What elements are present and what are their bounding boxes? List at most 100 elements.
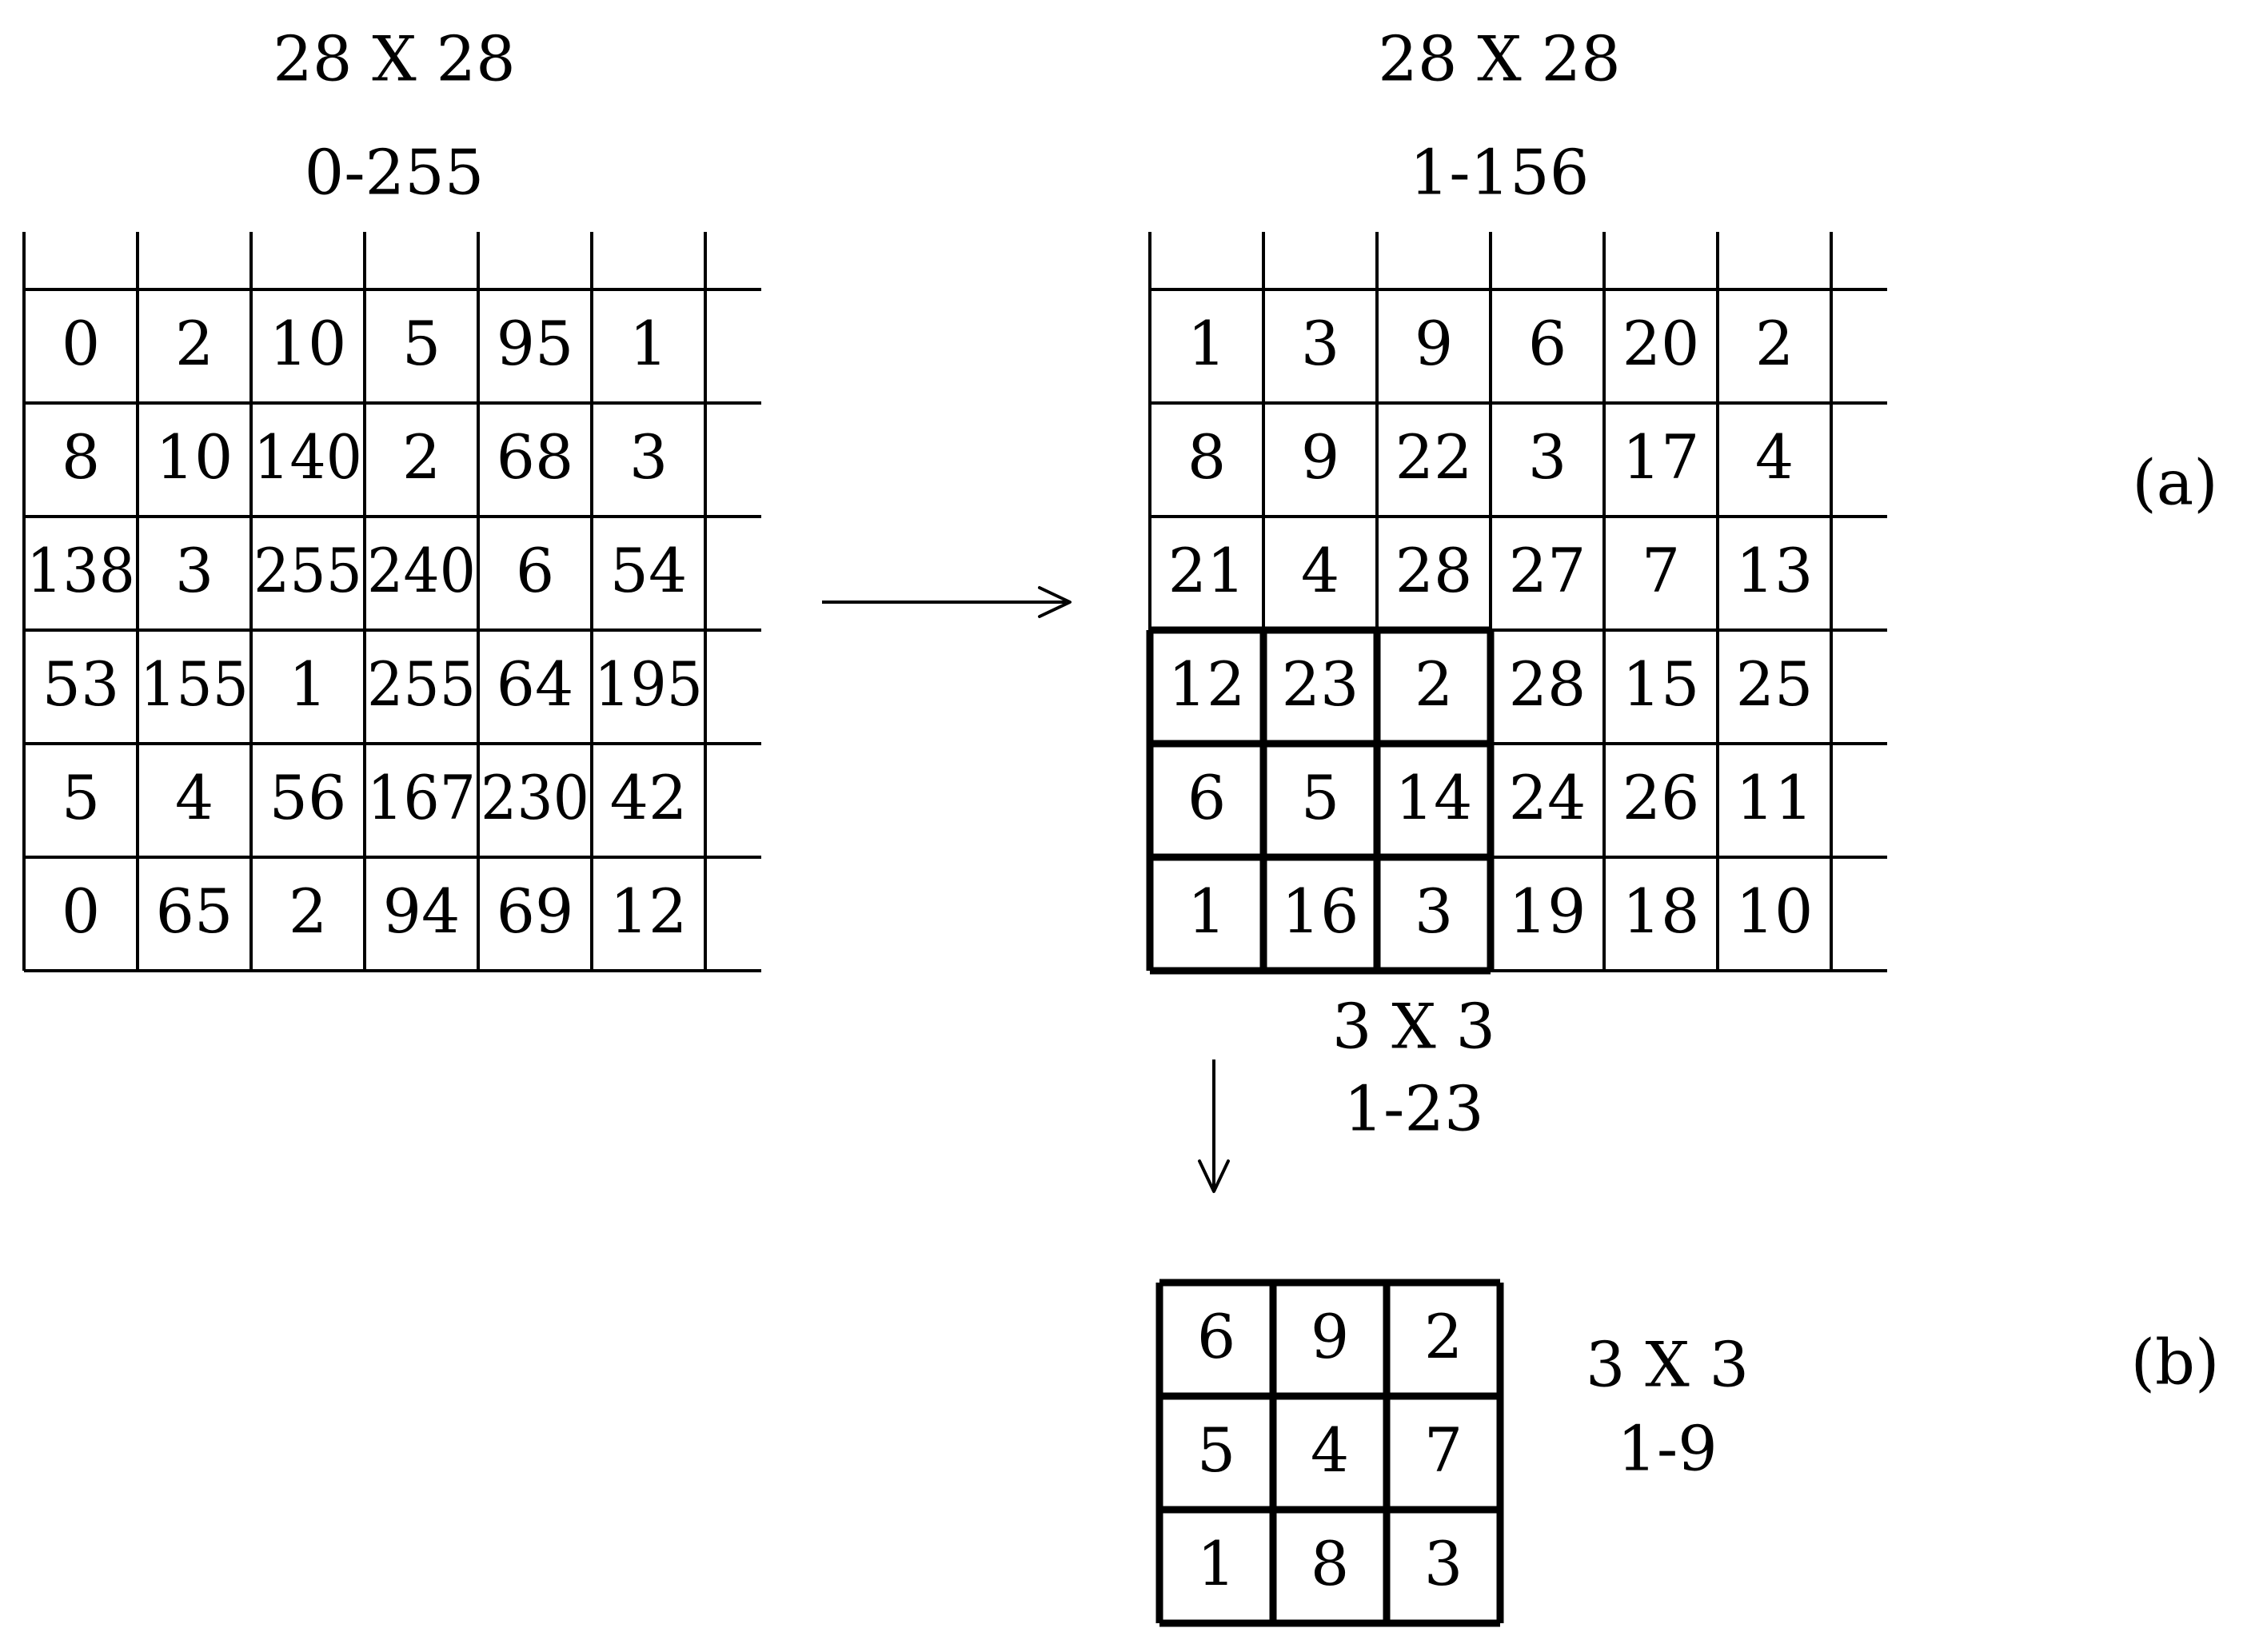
left-grid-cell: 5 (402, 308, 441, 379)
right-grid-cell: 7 (1642, 535, 1680, 606)
right-grid-cell: 16 (1282, 876, 1359, 947)
left-grid-cell: 3 (629, 421, 668, 493)
right-grid-range-label: 1-156 (1410, 138, 1590, 209)
result-grid-cell: 1 (1197, 1528, 1235, 1599)
right-grid-cell: 9 (1415, 308, 1453, 379)
right-grid-cell: 21 (1168, 535, 1246, 606)
right-grid-cell: 17 (1622, 421, 1700, 493)
right-grid-cell: 22 (1395, 421, 1473, 493)
result-grid-cell: 9 (1311, 1301, 1349, 1372)
right-grid-cell: 4 (1755, 421, 1794, 493)
highlight-range-label: 1-23 (1343, 1074, 1483, 1146)
panel-b-tag: (b) (2131, 1327, 2220, 1399)
left-grid-cell: 69 (497, 876, 574, 947)
left-grid-cell: 12 (610, 876, 688, 947)
right-grid-cell: 13 (1736, 535, 1814, 606)
transform-arrow (822, 586, 1072, 618)
left-grid-cell: 2 (289, 876, 327, 947)
right-grid-cell: 8 (1187, 421, 1226, 493)
result-grid-cells: 6 9 2 5 4 7 1 8 3 (1197, 1301, 1463, 1599)
right-grid-cell: 5 (1301, 762, 1339, 833)
left-grid-cell: 4 (175, 762, 214, 833)
right-grid-cell: 27 (1509, 535, 1586, 606)
left-grid-range-label: 0-255 (305, 138, 485, 209)
left-grid-lines (22, 232, 761, 972)
right-grid-size-label: 28 X 28 (1378, 24, 1621, 96)
right-grid-cell: 19 (1509, 876, 1586, 947)
left-grid-cell: 64 (497, 648, 574, 720)
left-grid-cell: 65 (156, 876, 233, 947)
result-grid-range-label: 1-9 (1617, 1414, 1718, 1486)
result-grid-size-label: 3 X 3 (1586, 1330, 1749, 1402)
right-grid-cell: 26 (1622, 762, 1700, 833)
highlight-size-label: 3 X 3 (1332, 992, 1495, 1063)
left-grid-cell: 240 (367, 535, 476, 606)
right-grid-cell: 6 (1187, 762, 1226, 833)
left-grid-cell: 2 (175, 308, 214, 379)
right-grid-cell: 1 (1187, 308, 1226, 379)
left-grid-cell: 230 (481, 762, 589, 833)
right-grid-cell: 10 (1736, 876, 1814, 947)
right-grid-cell: 2 (1415, 648, 1453, 720)
right-grid-cell: 9 (1301, 421, 1339, 493)
right-grid-cell: 14 (1395, 762, 1473, 833)
left-grid-cell: 6 (516, 535, 554, 606)
left-grid-cell: 255 (253, 535, 362, 606)
right-grid-cell: 28 (1395, 535, 1473, 606)
result-grid-cell: 4 (1311, 1415, 1349, 1486)
panel-a-tag: (a) (2132, 448, 2217, 520)
right-grid-cell: 24 (1509, 762, 1586, 833)
left-grid-cell: 140 (253, 421, 362, 493)
left-grid-cell: 1 (289, 648, 327, 720)
left-grid-cell: 3 (175, 535, 214, 606)
right-grid-cell: 2 (1755, 308, 1794, 379)
right-grid-cell: 25 (1736, 648, 1814, 720)
right-grid-cell: 18 (1622, 876, 1700, 947)
right-grid-cell: 11 (1736, 762, 1814, 833)
right-grid-cell: 28 (1509, 648, 1586, 720)
right-grid-cell: 6 (1528, 308, 1567, 379)
right-grid-cell: 3 (1301, 308, 1339, 379)
result-grid-cell: 6 (1197, 1301, 1235, 1372)
left-grid-size-label: 28 X 28 (273, 24, 516, 96)
result-grid: 6 9 2 5 4 7 1 8 3 3 X 3 1-9 (1155, 1279, 1749, 1627)
right-grid-cell: 3 (1415, 876, 1453, 947)
left-grid-cell: 68 (497, 421, 574, 493)
left-grid-cell: 138 (26, 535, 135, 606)
left-grid-cell: 5 (62, 762, 100, 833)
left-grid-cell: 10 (156, 421, 233, 493)
left-grid-cell: 8 (62, 421, 100, 493)
result-grid-cell: 5 (1197, 1415, 1235, 1486)
left-grid-cell: 95 (497, 308, 574, 379)
left-grid-cell: 0 (62, 308, 100, 379)
left-grid-cell: 42 (610, 762, 688, 833)
highlight-window (1146, 626, 1495, 975)
result-grid-lines (1155, 1279, 1504, 1627)
left-grid-cell: 10 (269, 308, 347, 379)
left-grid-cell: 94 (383, 876, 461, 947)
right-grid-cell: 3 (1528, 421, 1567, 493)
result-grid-cell: 3 (1424, 1528, 1463, 1599)
left-grid-cell: 54 (610, 535, 688, 606)
right-grid-cell: 23 (1282, 648, 1359, 720)
left-grid-cell: 1 (629, 308, 668, 379)
left-grid-cell: 155 (140, 648, 249, 720)
left-grid-cell: 2 (402, 421, 441, 493)
result-grid-cell: 8 (1311, 1528, 1349, 1599)
right-grid-cell: 15 (1622, 648, 1700, 720)
result-grid-cell: 2 (1424, 1301, 1463, 1372)
left-grid-cell: 56 (269, 762, 347, 833)
left-grid-cell: 255 (367, 648, 476, 720)
left-grid-cell: 0 (62, 876, 100, 947)
right-grid-cell: 20 (1622, 308, 1700, 379)
right-grid-cell: 1 (1187, 876, 1226, 947)
right-grid-cell: 12 (1168, 648, 1246, 720)
left-grid-cell: 195 (594, 648, 703, 720)
down-arrow (1198, 1059, 1230, 1193)
result-grid-cell: 7 (1424, 1415, 1463, 1486)
